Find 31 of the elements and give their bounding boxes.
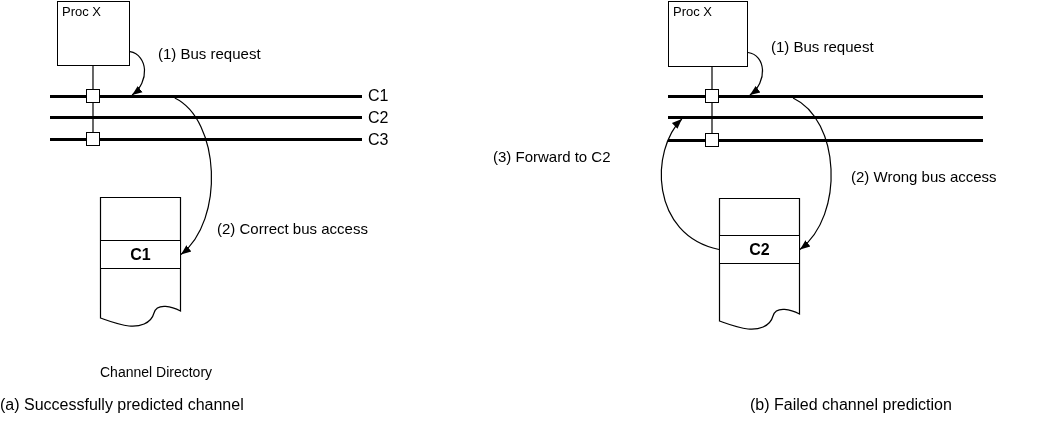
channel-directory (100, 197, 181, 327)
curved-arrow (660, 118, 720, 251)
figure-caption: (b) Failed channel prediction (750, 395, 952, 415)
bus-tap (86, 89, 100, 103)
curved-arrow (792, 97, 832, 251)
processor-box: Proc X (57, 1, 130, 66)
curved-arrow (129, 51, 146, 96)
bus-line (50, 138, 362, 141)
bus-line (668, 139, 983, 142)
bus-line (50, 116, 362, 119)
processor-box: Proc X (668, 1, 748, 67)
connector-line (92, 65, 94, 90)
channel-label: C1 (368, 86, 389, 106)
directory-entry: C1 (100, 240, 181, 269)
directory-entry: C2 (719, 235, 800, 264)
connector-line (92, 102, 94, 133)
bus-tap (705, 89, 719, 103)
curved-arrow (747, 51, 764, 96)
bus-line (668, 116, 983, 119)
figure-caption: (a) Successfully predicted channel (0, 395, 244, 415)
bus-line (668, 95, 983, 98)
connector-line (711, 102, 713, 134)
bus-tap (86, 132, 100, 146)
channel-label: C3 (368, 130, 389, 150)
bus-line (50, 95, 362, 98)
bus-tap (705, 133, 719, 147)
channel-directory (719, 198, 800, 330)
curved-arrow (174, 97, 212, 256)
channel-label: C2 (368, 108, 389, 128)
connector-line (711, 66, 713, 90)
directory-label: Channel Directory (100, 363, 213, 382)
